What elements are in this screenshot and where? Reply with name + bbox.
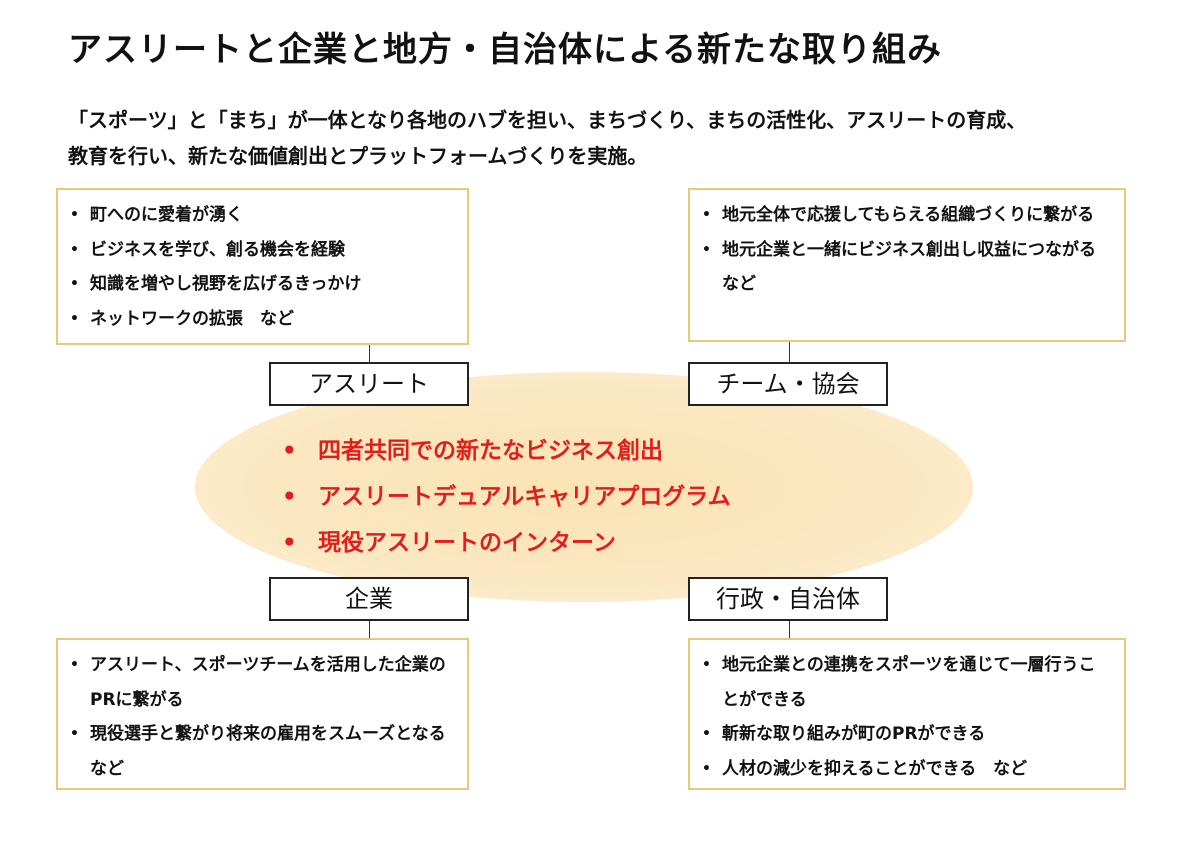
government-benefit-item: 斬新な取り組みが町のPRができる bbox=[700, 717, 1112, 752]
company-benefit-item: 現役選手と繋がり将来の雇用をスムーズとなる など bbox=[68, 717, 463, 786]
intro-line-2: 教育を行い、新たな価値創出とプラットフォームづくりを実施。 bbox=[68, 144, 648, 168]
center-initiative-item: 現役アスリートのインターン bbox=[280, 520, 731, 566]
government-benefit-item: 人材の減少を抑えることができる など bbox=[700, 752, 1112, 787]
intro-line-1: 「スポーツ」と「まち」が一体となり各地のハブを担い、まちづくり、まちの活性化、ア… bbox=[68, 108, 1027, 132]
connector-government bbox=[789, 620, 790, 638]
team-benefit-item: 地元企業と一緒にビジネス創出し収益につながる など bbox=[700, 233, 1113, 302]
athlete-benefit-item: ネットワークの拡張 など bbox=[68, 302, 455, 337]
government-label: 行政・自治体 bbox=[688, 577, 888, 621]
connector-athlete bbox=[369, 345, 370, 362]
athlete-benefits-box: 町へのに愛着が湧く ビジネスを学び、創る機会を経験 知識を増やし視野を広げるきっ… bbox=[56, 188, 469, 345]
athlete-label: アスリート bbox=[269, 362, 469, 406]
center-initiative-item: アスリートデュアルキャリアプログラム bbox=[280, 474, 731, 520]
intro-text: 「スポーツ」と「まち」が一体となり各地のハブを担い、まちづくり、まちの活性化、ア… bbox=[68, 102, 1148, 174]
team-label: チーム・協会 bbox=[688, 362, 888, 406]
athlete-benefit-item: ビジネスを学び、創る機会を経験 bbox=[68, 233, 455, 268]
center-initiatives: 四者共同での新たなビジネス創出 アスリートデュアルキャリアプログラム 現役アスリ… bbox=[280, 428, 731, 566]
center-initiative-item: 四者共同での新たなビジネス創出 bbox=[280, 428, 731, 474]
company-benefits-box: アスリート、スポーツチームを活用した企業のPRに繋がる 現役選手と繋がり将来の雇… bbox=[56, 638, 469, 790]
connector-company bbox=[369, 620, 370, 638]
company-label: 企業 bbox=[269, 577, 469, 621]
athlete-benefit-item: 知識を増やし視野を広げるきっかけ bbox=[68, 267, 455, 302]
page-title: アスリートと企業と地方・自治体による新たな取り組み bbox=[68, 30, 942, 70]
company-benefit-item: アスリート、スポーツチームを活用した企業のPRに繋がる bbox=[68, 648, 455, 717]
athlete-benefit-item: 町へのに愛着が湧く bbox=[68, 198, 455, 233]
team-benefits-box: 地元全体で応援してもらえる組織づくりに繋がる 地元企業と一緒にビジネス創出し収益… bbox=[688, 188, 1126, 342]
connector-team bbox=[789, 342, 790, 362]
government-benefits-box: 地元企業との連携をスポーツを通じて一層行うことができる 斬新な取り組みが町のPR… bbox=[688, 638, 1126, 790]
government-benefit-item: 地元企業との連携をスポーツを通じて一層行うことができる bbox=[700, 648, 1112, 717]
team-benefit-item: 地元全体で応援してもらえる組織づくりに繋がる bbox=[700, 198, 1112, 233]
